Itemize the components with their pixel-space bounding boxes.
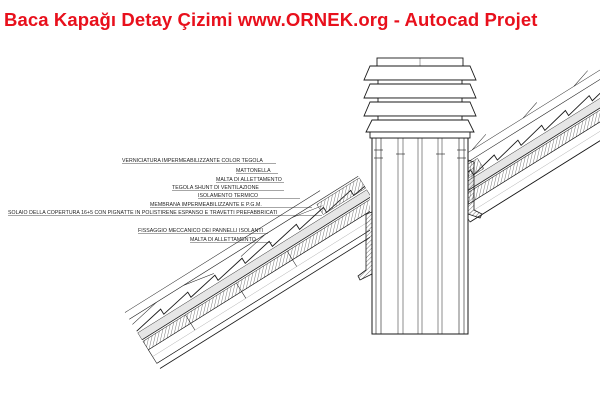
chimney-cap [363,57,477,139]
drawing-title: Baca Kapağı Detay Çizimi www.ORNEK.org -… [4,9,538,30]
callout-ventilation-tile: TEGOLA SHUNT DI VENTILAZIONE [172,185,284,191]
callout-thermal-insulation: ISOLAMENTO TERMICO [198,193,300,199]
svg-text:MALTA DI ALLETTAMENTO: MALTA DI ALLETTAMENTO [216,177,282,183]
chimney-flashing [357,159,483,281]
callout-bedding-mortar-top: MALTA DI ALLETTAMENTO [216,177,284,183]
callout-labels: VERNICIATURA IMPERMEABILIZZANTE COLOR TE… [8,158,322,243]
svg-text:VERNICIATURA IMPERMEABILIZZANT: VERNICIATURA IMPERMEABILIZZANTE COLOR TE… [122,158,263,164]
svg-text:TEGOLA SHUNT DI VENTILAZIONE: TEGOLA SHUNT DI VENTILAZIONE [172,185,259,191]
callout-waterproof-membrane: MEMBRANA IMPERMEABILIZZANTE E P.G.M. [150,202,312,208]
svg-text:MEMBRANA IMPERMEABILIZZANTE E: MEMBRANA IMPERMEABILIZZANTE E P.G.M. [150,202,262,208]
svg-text:ISOLAMENTO TERMICO: ISOLAMENTO TERMICO [198,193,258,199]
callout-roof-slab: SOLAIO DELLA COPERTURA 16+5 CON PIGNATTE… [8,210,322,216]
callout-tile: MATTONELLA [236,168,278,174]
chimney-stack [371,137,469,335]
svg-text:MATTONELLA: MATTONELLA [236,168,271,174]
callout-waterproofing-paint: VERNICIATURA IMPERMEABILIZZANTE COLOR TE… [122,158,276,164]
callout-bedding-mortar-bottom: MALTA DI ALLETTAMENTO [190,237,272,243]
svg-text:MALTA DI ALLETTAMENTO: MALTA DI ALLETTAMENTO [190,237,256,243]
svg-text:SOLAIO DELLA COPERTURA 16+5 CO: SOLAIO DELLA COPERTURA 16+5 CON PIGNATTE… [8,210,277,216]
callout-mechanical-fixing: FISSAGGIO MECCANICO DEI PANNELLI ISOLANT… [138,228,268,234]
left-roof-slope [124,175,370,369]
svg-text:FISSAGGIO MECCANICO DEI PANNEL: FISSAGGIO MECCANICO DEI PANNELLI ISOLANT… [138,228,263,234]
roof-tiles-right [466,49,600,191]
